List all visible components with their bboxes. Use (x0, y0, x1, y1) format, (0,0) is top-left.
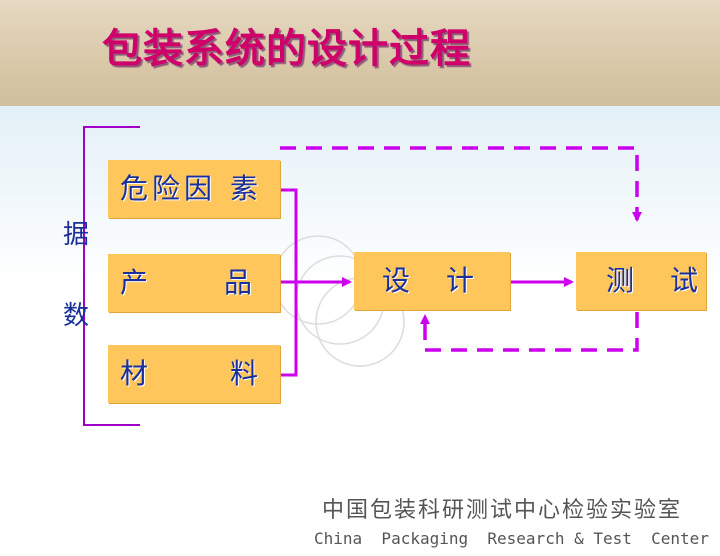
product-box: 产 品 (108, 254, 280, 312)
side-label-top: 据 (63, 220, 90, 250)
dashed-test-to-design (420, 312, 639, 352)
hazard-char-4: 素 (230, 172, 259, 205)
design-char-2: 计 (446, 264, 475, 297)
test-char-2: 试 (670, 264, 699, 297)
title-banner: 包装系统的设计过程 (0, 0, 720, 106)
dashed-hazard-to-test (280, 146, 642, 222)
hazard-char-2: 险 (152, 172, 181, 205)
design-char-1: 设 (382, 264, 411, 297)
page-title: 包装系统的设计过程 (102, 26, 471, 72)
data-bracket (83, 126, 140, 426)
design-box: 设 计 (354, 252, 510, 310)
hazard-char-1: 危 (120, 172, 149, 205)
hazard-connector (280, 188, 298, 282)
material-connector (280, 282, 298, 377)
footer-org-cn: 中国包装科研测试中心检验实验室 (322, 498, 683, 523)
footer-org-en: China Packaging Research & Test Center (314, 529, 709, 548)
test-char-1: 测 (606, 264, 635, 297)
material-char-2: 料 (230, 357, 259, 390)
material-char-1: 材 (120, 357, 149, 390)
test-box: 测 试 (576, 252, 706, 310)
material-box: 材 料 (108, 345, 280, 403)
side-label-bottom: 数 (63, 301, 90, 331)
hazard-factors-box: 危 险 因 素 (108, 160, 280, 218)
product-char-2: 品 (224, 266, 253, 299)
product-char-1: 产 (120, 266, 149, 299)
hazard-char-3: 因 (184, 172, 213, 205)
